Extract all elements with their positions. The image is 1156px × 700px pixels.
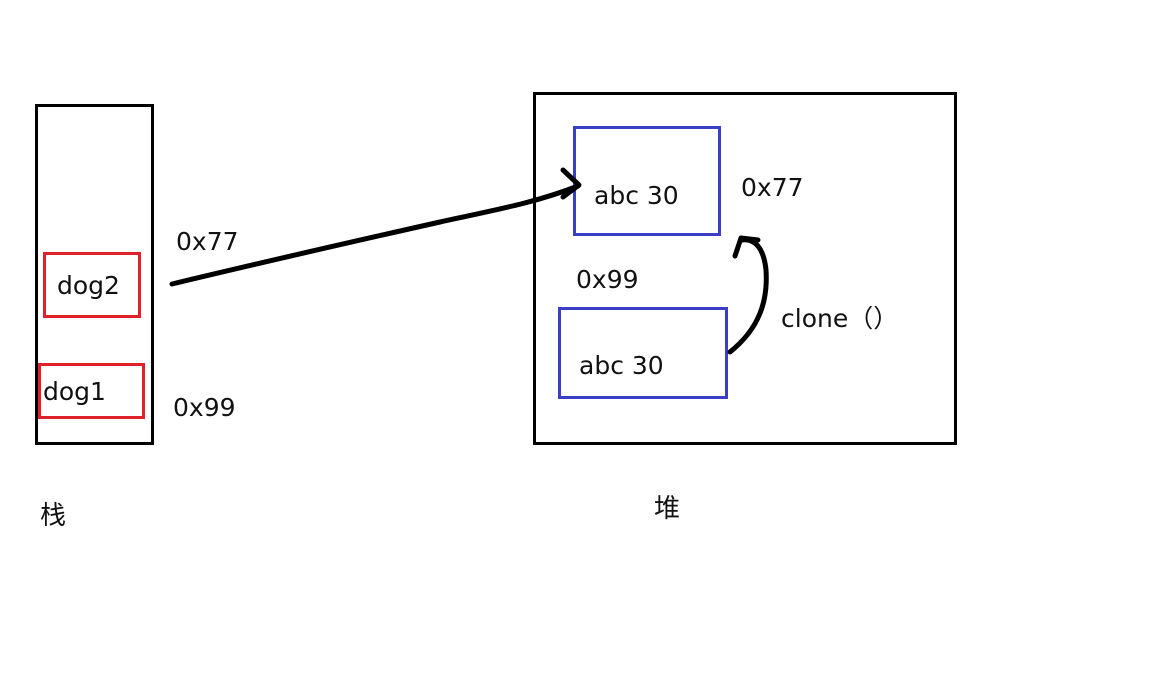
heap-object-original-address: 0x77 bbox=[741, 173, 804, 202]
stack-title: 栈 bbox=[40, 501, 67, 531]
heap-object-clone-address: 0x99 bbox=[576, 265, 639, 294]
heap-title: 堆 bbox=[654, 494, 681, 524]
clone-label: clone（） bbox=[781, 304, 899, 333]
stack-var-dog1: dog1 bbox=[38, 363, 145, 419]
stack-var-dog1-label: dog1 bbox=[43, 376, 106, 406]
heap-object-clone-content: abc 30 bbox=[579, 350, 664, 380]
stack-var-dog2: dog2 bbox=[43, 252, 141, 318]
heap-object-original-content: abc 30 bbox=[594, 180, 679, 210]
stack-var-dog2-label: dog2 bbox=[57, 270, 120, 300]
heap-object-clone: abc 30 bbox=[558, 307, 728, 399]
stack-address-dog2: 0x77 bbox=[176, 227, 239, 256]
heap-object-original: abc 30 bbox=[573, 126, 721, 236]
stack-address-dog1: 0x99 bbox=[173, 393, 236, 422]
stack-frame bbox=[35, 104, 154, 445]
